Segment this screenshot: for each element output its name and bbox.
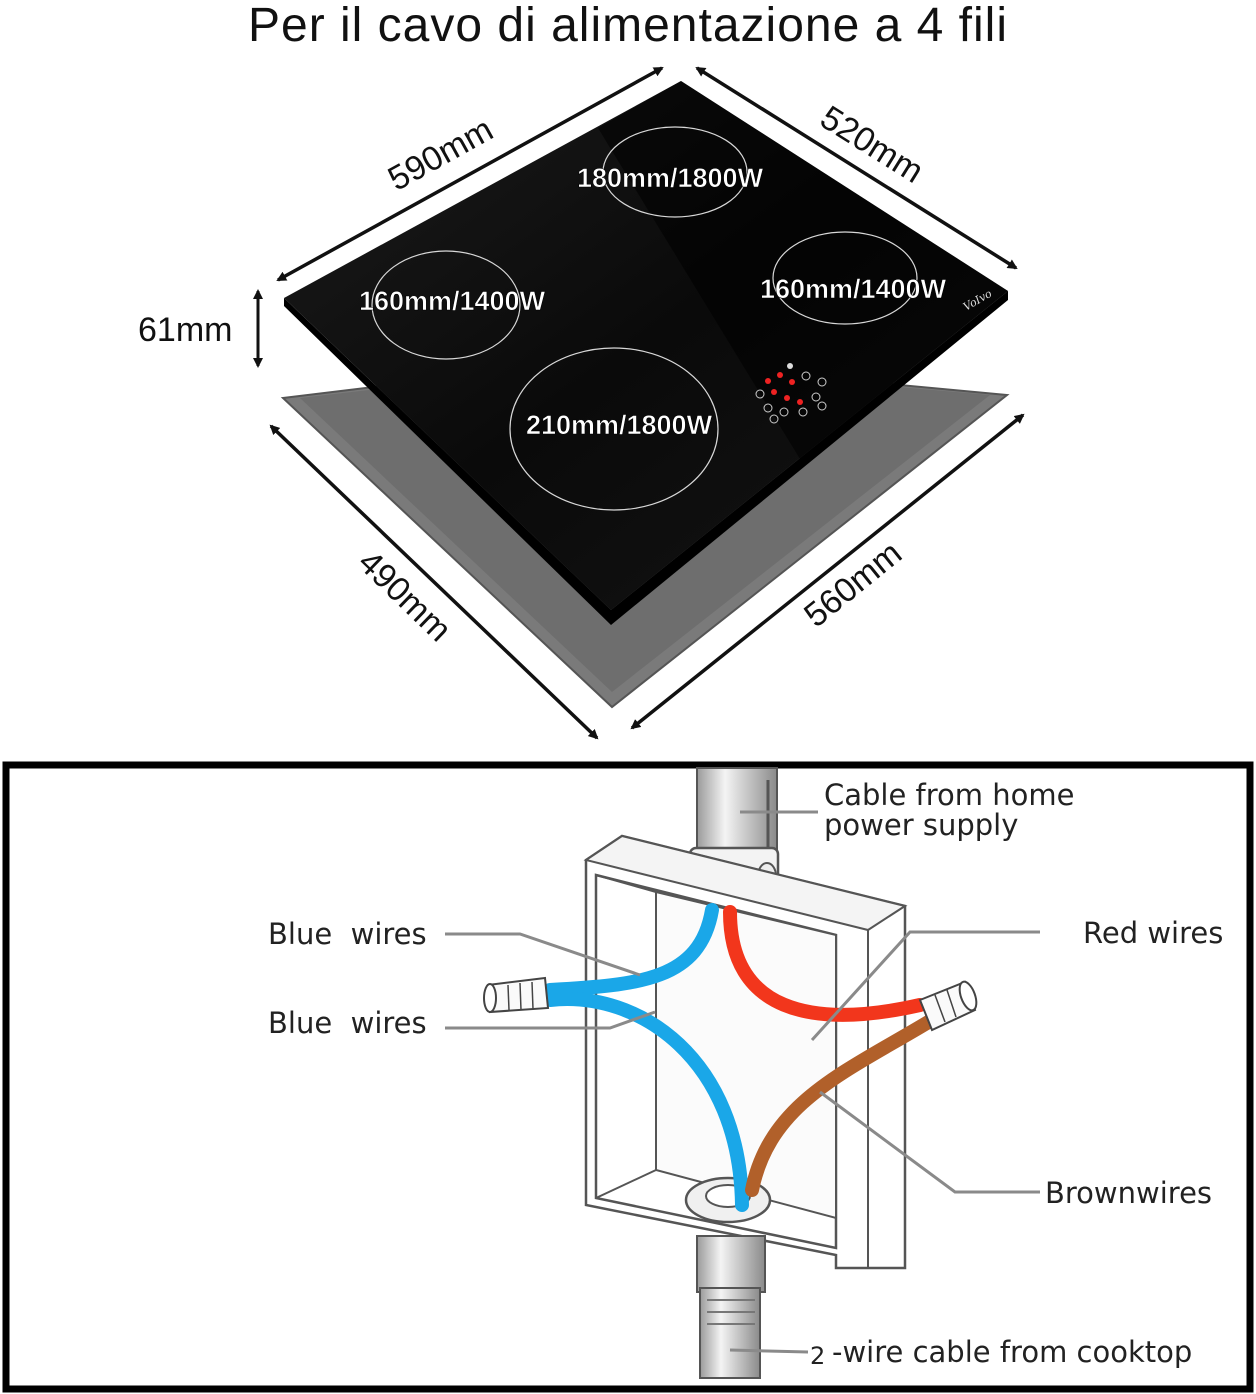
label-cable-home-2: power supply: [824, 808, 1018, 842]
dim-width-top: 590mm: [382, 110, 500, 198]
arrow-cutout-depth: [269, 424, 599, 740]
junction-box: [583, 834, 908, 1270]
zone-label-left: 160mm/1400W: [359, 286, 546, 316]
page-title: Per il cavo di alimentazione a 4 fili: [247, 0, 1009, 52]
zone-label-front-center: 210mm/1800W: [526, 410, 713, 440]
red-wire: [723, 905, 927, 1022]
dim-height: 61mm: [138, 311, 232, 349]
wire-nut-left: [483, 976, 550, 1014]
label-cable-home-1: Cable from home: [824, 778, 1074, 812]
arrow-cutout-width: [630, 413, 1025, 730]
label-cooktop-cable: -wire cable from cooktop: [832, 1335, 1192, 1369]
wire-nut-right: [918, 980, 978, 1032]
label-brown-wires: Brownwires: [1045, 1176, 1212, 1210]
zone-label-back-center: 180mm/1800W: [577, 163, 764, 193]
blue-wire-bottom: [543, 992, 749, 1212]
arrow-depth-top: [695, 66, 1018, 270]
label-blue-wires-1: Blue wires: [268, 917, 427, 951]
wiring-diagram: Cable from home power supply Blue wires …: [2, 761, 1254, 1393]
label-cooktop-cable-number: 2: [810, 1342, 825, 1370]
brown-wire: [745, 1011, 942, 1197]
label-red-wires: Red wires: [1083, 916, 1223, 950]
label-blue-wires-2: Blue wires: [268, 1006, 427, 1040]
zone-label-right: 160mm/1400W: [760, 274, 947, 304]
dim-cutout-depth: 490mm: [351, 543, 459, 649]
arrow-width-top: [276, 66, 664, 282]
callout-lines: [445, 810, 1040, 1354]
blue-wire-top: [543, 903, 719, 997]
